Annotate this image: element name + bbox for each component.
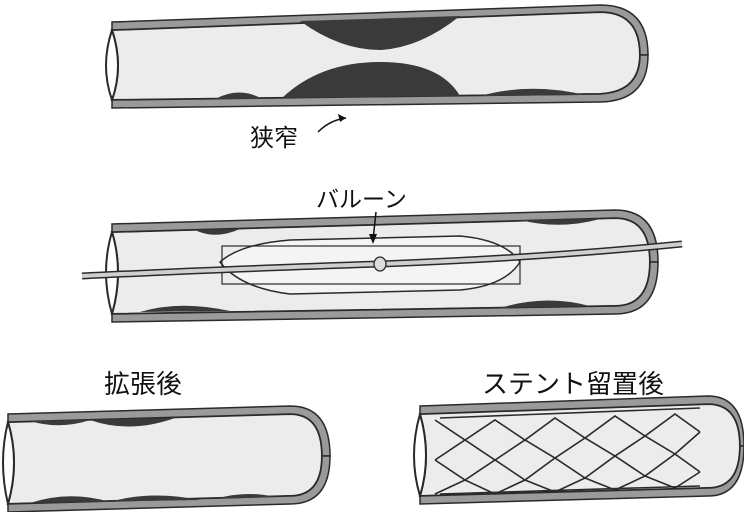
stenosis-pointer-arrowhead (338, 114, 346, 122)
balloon-marker (374, 257, 386, 271)
vessel-after-stent (414, 396, 744, 504)
vessel-stenosis (106, 5, 648, 132)
after-stent-label: ステント留置後 (482, 364, 664, 401)
balloon-label: バルーン (316, 180, 407, 214)
vessel-lumen (8, 414, 322, 504)
stenosis-label: 狭窄 (250, 118, 298, 153)
vessel-after-dilation (3, 406, 330, 512)
vessel-balloon (82, 210, 682, 322)
after-dilation-label: 拡張後 (104, 364, 182, 401)
